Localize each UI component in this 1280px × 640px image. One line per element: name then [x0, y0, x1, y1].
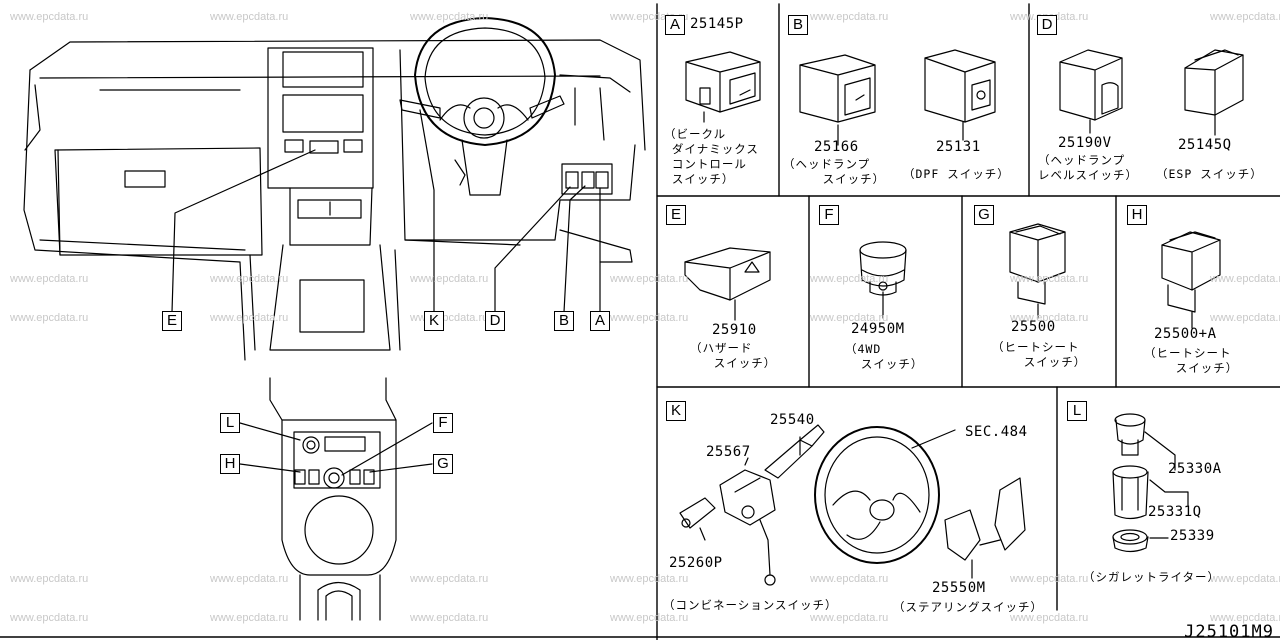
- diagram-code: J25101M9: [1184, 622, 1274, 640]
- watermark: www.epcdata.ru: [1010, 312, 1089, 324]
- watermark: www.epcdata.ru: [410, 612, 489, 624]
- watermark: www.epcdata.ru: [410, 573, 489, 585]
- part-number-25145P[interactable]: 25145P: [690, 16, 744, 32]
- watermark: www.epcdata.ru: [810, 11, 889, 23]
- watermark: www.epcdata.ru: [1210, 312, 1280, 324]
- part-caption: （ヘッドランプ レベルスイッチ）: [1038, 153, 1138, 182]
- watermark: www.epcdata.ru: [810, 612, 889, 624]
- part-25166-drawing: [799, 54, 876, 146]
- part-25910-drawing: [684, 247, 771, 321]
- callout-h[interactable]: H: [220, 454, 240, 474]
- part-caption: （ビークル ダイナミックス コントロール スイッチ）: [664, 127, 759, 186]
- watermark: www.epcdata.ru: [1210, 273, 1280, 285]
- part-number-25540[interactable]: 25540: [770, 412, 815, 428]
- watermark: www.epcdata.ru: [210, 312, 289, 324]
- part-number-25500A[interactable]: 25500+A: [1154, 326, 1217, 342]
- watermark: www.epcdata.ru: [10, 612, 89, 624]
- callout-l[interactable]: L: [220, 413, 240, 433]
- part-number-25131[interactable]: 25131: [936, 139, 981, 155]
- panel-label-a[interactable]: A: [665, 15, 685, 35]
- watermark: www.epcdata.ru: [1210, 11, 1280, 23]
- watermark: www.epcdata.ru: [610, 612, 689, 624]
- callout-b[interactable]: B: [554, 311, 574, 331]
- watermark: www.epcdata.ru: [610, 573, 689, 585]
- callout-f[interactable]: F: [433, 413, 453, 433]
- part-number-25500[interactable]: 25500: [1011, 319, 1056, 335]
- part-caption: （DPF スイッチ）: [903, 167, 1010, 181]
- watermark: www.epcdata.ru: [210, 11, 289, 23]
- watermark: www.epcdata.ru: [810, 273, 889, 285]
- watermark: www.epcdata.ru: [10, 312, 89, 324]
- part-number-25910[interactable]: 25910: [712, 322, 757, 338]
- panel-label-d[interactable]: D: [1037, 15, 1057, 35]
- part-number-25190V[interactable]: 25190V: [1058, 135, 1112, 151]
- console-overview-drawing: [239, 377, 433, 621]
- watermark: www.epcdata.ru: [410, 312, 489, 324]
- panel-label-b[interactable]: B: [788, 15, 808, 35]
- panel-label-g[interactable]: G: [974, 205, 994, 225]
- callout-d[interactable]: D: [485, 311, 505, 331]
- watermark: www.epcdata.ru: [610, 312, 689, 324]
- part-number-25331Q[interactable]: 25331Q: [1148, 504, 1202, 520]
- panel-grid: [0, 3, 1280, 640]
- panel-label-f[interactable]: F: [819, 205, 839, 225]
- callout-e[interactable]: E: [162, 311, 182, 331]
- watermark: www.epcdata.ru: [10, 273, 89, 285]
- watermark: www.epcdata.ru: [1210, 612, 1280, 624]
- part-number-sec484[interactable]: SEC.484: [965, 424, 1028, 440]
- part-number-25567[interactable]: 25567: [706, 444, 751, 460]
- part-number-24950M[interactable]: 24950M: [851, 321, 905, 337]
- part-cigarette-lighter-drawing: [1112, 413, 1189, 553]
- part-caption: （コンビネーションスイッチ）: [663, 598, 838, 612]
- part-number-25260P[interactable]: 25260P: [669, 555, 723, 571]
- part-25500A-drawing: [1161, 231, 1221, 329]
- part-number-25166[interactable]: 25166: [814, 139, 859, 155]
- watermark: www.epcdata.ru: [210, 612, 289, 624]
- watermark: www.epcdata.ru: [1010, 573, 1089, 585]
- part-combination-switch-drawing: [679, 424, 1026, 586]
- callout-g[interactable]: G: [433, 454, 453, 474]
- part-25145P-drawing: [685, 51, 761, 123]
- part-number-25550M[interactable]: 25550M: [932, 580, 986, 596]
- part-caption: （ヒートシート スイッチ）: [992, 340, 1087, 369]
- part-caption: （ハザード スイッチ）: [690, 341, 777, 370]
- watermark: www.epcdata.ru: [10, 11, 89, 23]
- part-caption: （ESP スイッチ）: [1156, 167, 1263, 181]
- callout-k[interactable]: K: [424, 311, 444, 331]
- part-25145Q-drawing: [1184, 49, 1244, 136]
- part-caption: （4WD スイッチ）: [845, 342, 924, 371]
- part-number-25145Q[interactable]: 25145Q: [1178, 137, 1232, 153]
- panel-label-l[interactable]: L: [1067, 401, 1087, 421]
- part-25190V-drawing: [1059, 49, 1123, 134]
- watermark: www.epcdata.ru: [10, 573, 89, 585]
- part-caption: （ヒートシート スイッチ）: [1144, 346, 1239, 375]
- watermark: www.epcdata.ru: [1010, 612, 1089, 624]
- part-caption: （シガレットライター）: [1083, 570, 1221, 584]
- watermark: www.epcdata.ru: [210, 273, 289, 285]
- part-number-25339[interactable]: 25339: [1170, 528, 1215, 544]
- watermark: www.epcdata.ru: [410, 11, 489, 23]
- part-25131-drawing: [924, 49, 996, 141]
- panel-label-k[interactable]: K: [666, 401, 686, 421]
- part-25500-drawing: [1009, 223, 1066, 319]
- part-caption: （ヘッドランプ スイッチ）: [783, 157, 886, 186]
- watermark: www.epcdata.ru: [1010, 273, 1089, 285]
- part-number-25330A[interactable]: 25330A: [1168, 461, 1222, 477]
- part-caption: （ステアリングスイッチ）: [893, 600, 1043, 614]
- watermark: www.epcdata.ru: [410, 273, 489, 285]
- watermark: www.epcdata.ru: [810, 573, 889, 585]
- watermark: www.epcdata.ru: [810, 312, 889, 324]
- watermark: www.epcdata.ru: [610, 273, 689, 285]
- part-24950M-drawing: [859, 241, 907, 319]
- callout-a[interactable]: A: [590, 311, 610, 331]
- panel-label-e[interactable]: E: [666, 205, 686, 225]
- dashboard-overview-drawing: [23, 17, 646, 361]
- watermark: www.epcdata.ru: [210, 573, 289, 585]
- panel-label-h[interactable]: H: [1127, 205, 1147, 225]
- watermark: www.epcdata.ru: [1210, 573, 1280, 585]
